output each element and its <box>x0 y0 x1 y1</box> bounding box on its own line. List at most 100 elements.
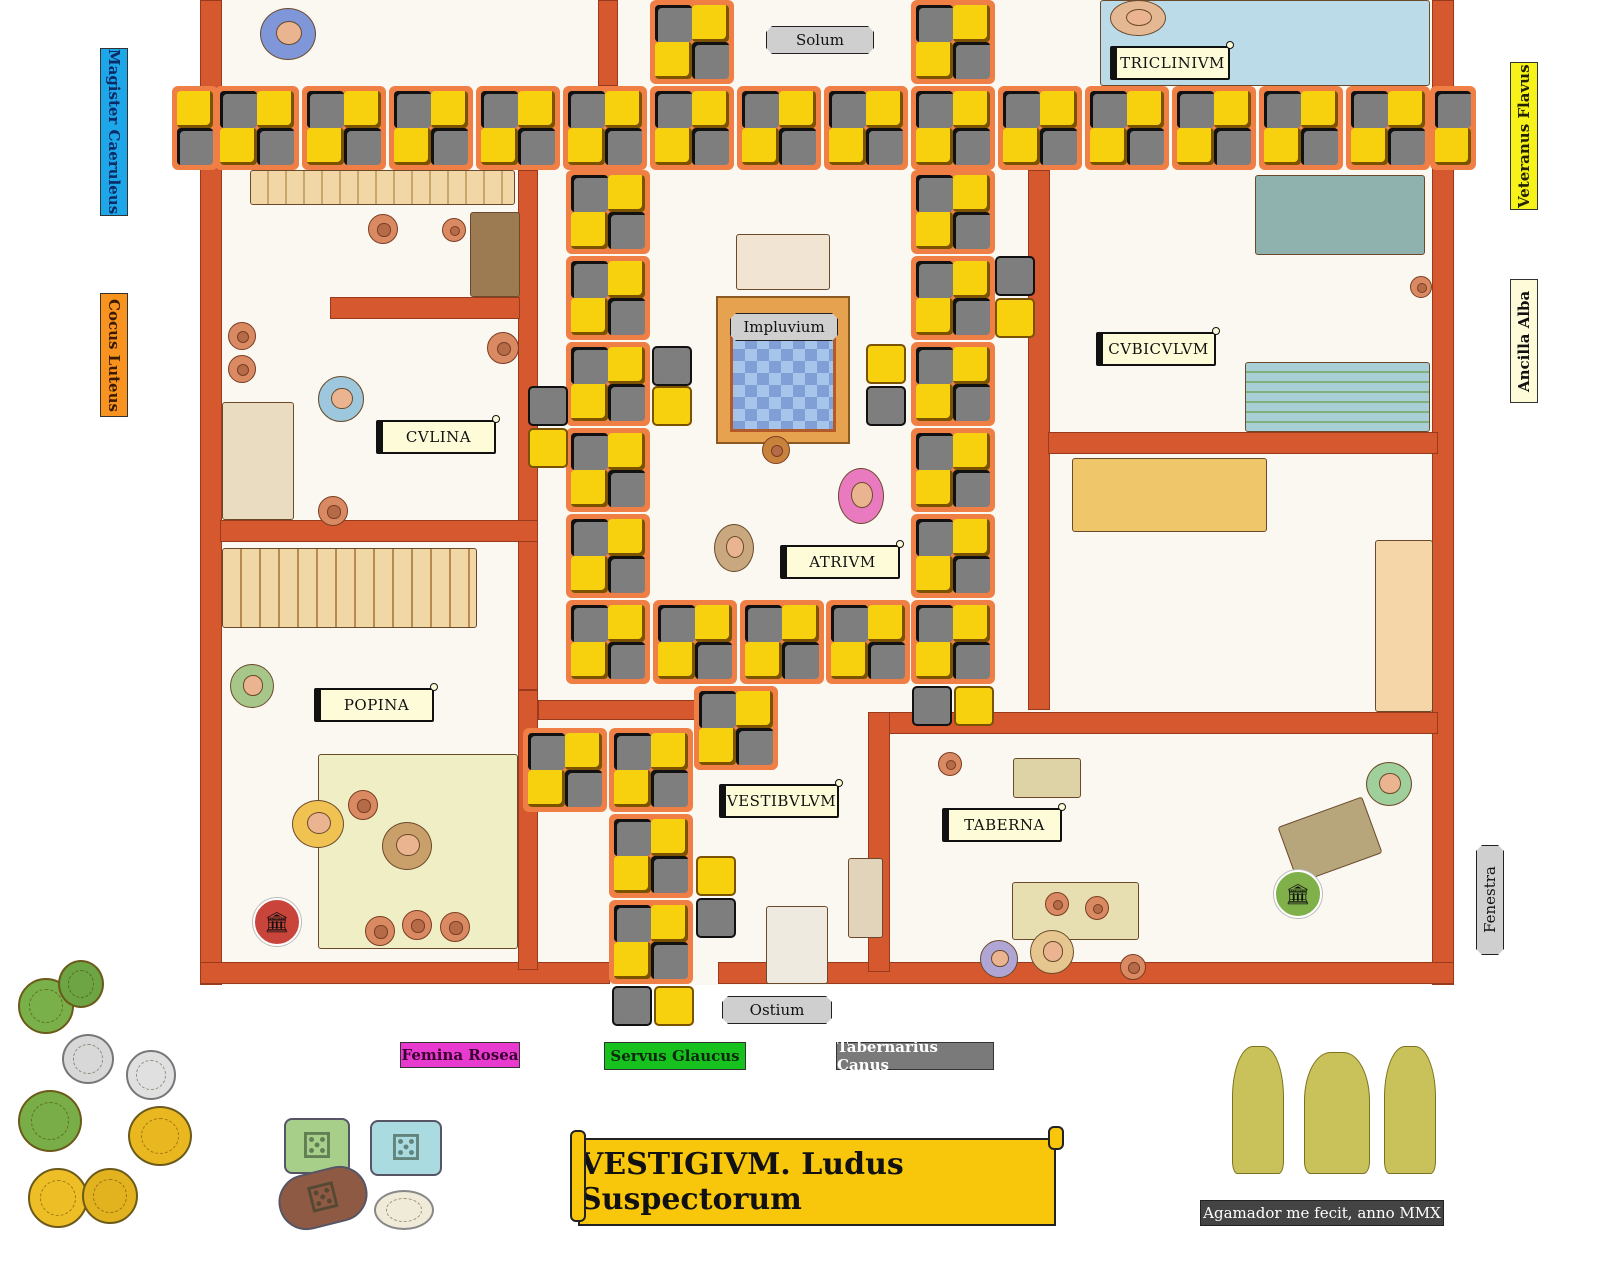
tile-gray[interactable] <box>177 128 213 165</box>
tile-yellow[interactable] <box>779 91 816 128</box>
tile-yellow[interactable] <box>916 470 953 507</box>
tile-yellow[interactable] <box>571 384 608 421</box>
tile-yellow[interactable] <box>1177 128 1214 165</box>
tile-yellow[interactable] <box>1040 91 1077 128</box>
tile-block[interactable] <box>1346 86 1430 170</box>
tile-block[interactable] <box>609 728 693 812</box>
tile-gray[interactable] <box>220 91 257 128</box>
tile-gray[interactable] <box>614 905 651 942</box>
tile-gray[interactable] <box>1214 128 1251 165</box>
tile-yellow[interactable] <box>782 605 819 642</box>
tile-yellow[interactable] <box>696 856 736 896</box>
tile-yellow[interactable] <box>692 5 729 42</box>
zone-label-ostium[interactable]: Ostium <box>722 996 832 1024</box>
zone-label-fenestra[interactable]: Fenestra <box>1476 845 1504 955</box>
tile-block[interactable] <box>1172 86 1256 170</box>
tile-gray[interactable] <box>916 175 953 212</box>
tile-gray[interactable] <box>916 261 953 298</box>
tile-gray[interactable] <box>612 986 652 1026</box>
tile-yellow[interactable] <box>953 433 990 470</box>
tile-yellow[interactable] <box>1003 128 1040 165</box>
tile-yellow[interactable] <box>608 433 645 470</box>
tile-gray[interactable] <box>953 42 990 79</box>
tile-yellow[interactable] <box>745 642 782 679</box>
room-label-vestibulum[interactable]: VESTIBVLVM <box>719 779 843 818</box>
tile-yellow[interactable] <box>742 128 779 165</box>
tile-block[interactable] <box>737 86 821 170</box>
tile-gray[interactable] <box>571 605 608 642</box>
tile-block[interactable] <box>740 600 824 684</box>
tile-gray[interactable] <box>614 819 651 856</box>
tile-yellow[interactable] <box>307 128 344 165</box>
tile-gray[interactable] <box>696 898 736 938</box>
popina-passage-marker[interactable]: 🏛 <box>253 898 301 946</box>
tile-yellow[interactable] <box>528 770 565 807</box>
tile-block[interactable] <box>563 86 647 170</box>
tile-gray[interactable] <box>571 175 608 212</box>
tile-gray[interactable] <box>953 298 990 335</box>
tile-yellow[interactable] <box>394 128 431 165</box>
tile-gray[interactable] <box>916 433 953 470</box>
tile-yellow[interactable] <box>431 91 468 128</box>
tile-gray[interactable] <box>652 346 692 386</box>
tile-yellow[interactable] <box>916 298 953 335</box>
tile-yellow[interactable] <box>608 605 645 642</box>
tile-yellow[interactable] <box>257 91 294 128</box>
tile-gray[interactable] <box>1003 91 1040 128</box>
tile-block[interactable] <box>824 86 908 170</box>
tile-yellow[interactable] <box>916 212 953 249</box>
room-label-cubiculum[interactable]: CVBICVLVM <box>1096 327 1220 366</box>
tile-yellow[interactable] <box>699 728 736 765</box>
suspect-veteranus-flavus[interactable]: Veteranus Flavus <box>1510 62 1538 210</box>
tile-gray[interactable] <box>953 556 990 593</box>
tile-block[interactable] <box>911 0 995 84</box>
tile-block[interactable] <box>650 0 734 84</box>
tile-yellow[interactable] <box>571 298 608 335</box>
tile-gray[interactable] <box>866 386 906 426</box>
tile-gray[interactable] <box>655 5 692 42</box>
tile-yellow[interactable] <box>916 42 953 79</box>
tile-yellow[interactable] <box>692 91 729 128</box>
tile-block[interactable] <box>694 686 778 770</box>
tile-gray[interactable] <box>571 261 608 298</box>
tile-yellow[interactable] <box>571 556 608 593</box>
tile-yellow[interactable] <box>177 91 213 128</box>
room-label-triclinium[interactable]: TRICLINIVM <box>1110 41 1234 80</box>
tile-gray[interactable] <box>528 386 568 426</box>
tile-yellow[interactable] <box>614 856 651 893</box>
tile-yellow[interactable] <box>916 128 953 165</box>
zone-label-impluvium[interactable]: Impluvium <box>730 313 838 341</box>
tile-gray[interactable] <box>571 433 608 470</box>
tile-gray[interactable] <box>608 298 645 335</box>
tile-block[interactable] <box>911 170 995 254</box>
tile-block[interactable] <box>215 86 299 170</box>
tile-gray[interactable] <box>608 470 645 507</box>
tile-gray[interactable] <box>953 128 990 165</box>
tile-gray[interactable] <box>953 212 990 249</box>
tile-yellow[interactable] <box>571 642 608 679</box>
room-label-taberna[interactable]: TABERNA <box>942 803 1066 842</box>
tile-gray[interactable] <box>571 519 608 556</box>
tile-gray[interactable] <box>916 347 953 384</box>
tile-block[interactable] <box>1085 86 1169 170</box>
tile-yellow[interactable] <box>831 642 868 679</box>
tile-gray[interactable] <box>782 642 819 679</box>
tile-block[interactable] <box>1259 86 1343 170</box>
taberna-passage-marker[interactable]: 🏛 <box>1274 870 1322 918</box>
tile-gray[interactable] <box>1177 91 1214 128</box>
tile-yellow[interactable] <box>565 733 602 770</box>
tile-yellow[interactable] <box>953 175 990 212</box>
tile-gray[interactable] <box>868 642 905 679</box>
tile-block[interactable] <box>998 86 1082 170</box>
room-label-atrium[interactable]: ATRIVM <box>780 540 904 579</box>
tile-yellow[interactable] <box>652 386 692 426</box>
tile-gray[interactable] <box>571 347 608 384</box>
tile-gray[interactable] <box>745 605 782 642</box>
tile-yellow[interactable] <box>481 128 518 165</box>
tile-block[interactable] <box>911 256 995 340</box>
tile-yellow[interactable] <box>995 298 1035 338</box>
tile-gray[interactable] <box>431 128 468 165</box>
tile-yellow[interactable] <box>614 770 651 807</box>
tile-gray[interactable] <box>608 556 645 593</box>
tile-gray[interactable] <box>1040 128 1077 165</box>
